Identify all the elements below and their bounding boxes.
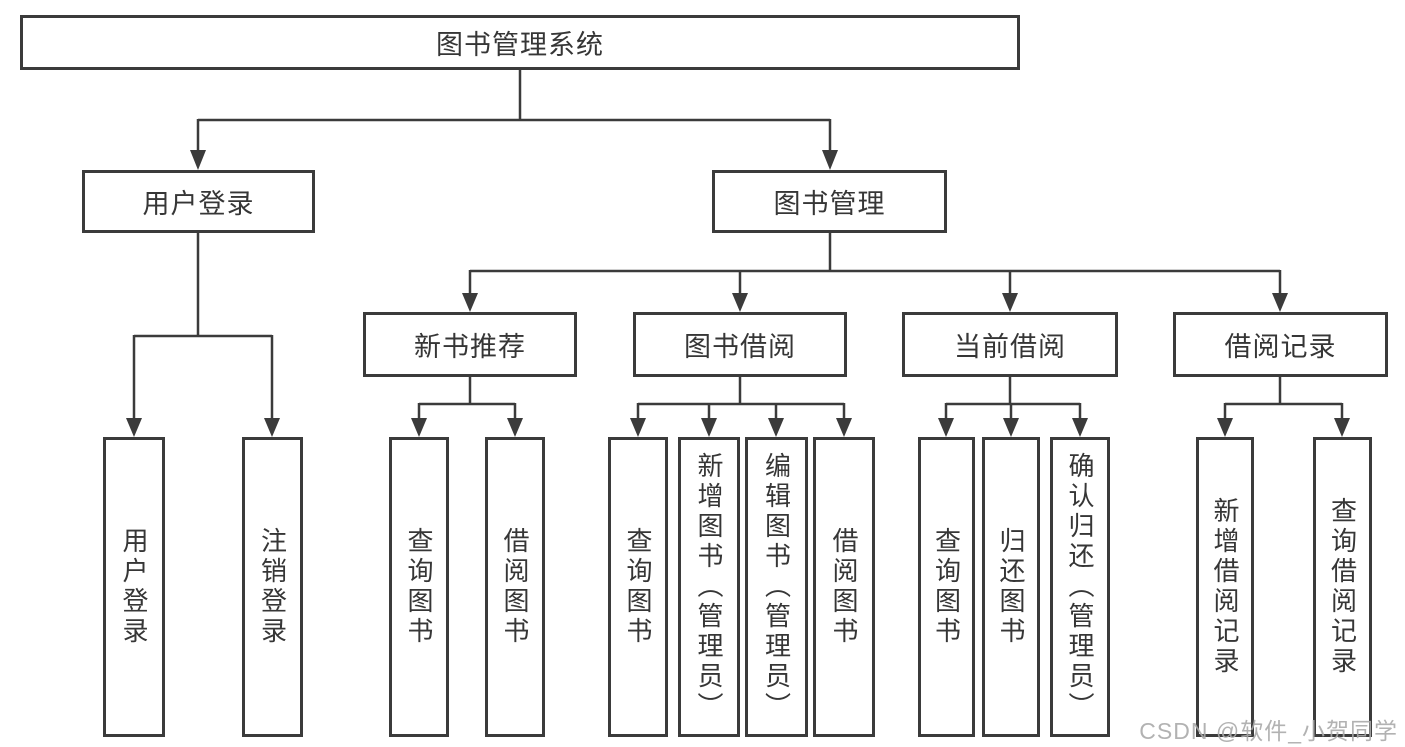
node-borrow-records: 借阅记录 (1173, 312, 1388, 377)
node-label: 新增借阅记录 (1210, 497, 1240, 677)
node-label: 确认归还（管理员） (1065, 452, 1095, 722)
node-leaf-logout: 注销登录 (242, 437, 303, 737)
node-leaf-borrow-books: 借阅图书 (813, 437, 875, 737)
node-leaf-return-books: 归还图书 (982, 437, 1040, 737)
node-new-book-recommend: 新书推荐 (363, 312, 577, 377)
node-leaf-user-login: 用户登录 (103, 437, 165, 737)
node-leaf-query-borrow-record: 查询借阅记录 (1313, 437, 1372, 737)
node-label: 借阅记录 (1224, 332, 1337, 362)
arrowheads (126, 150, 1350, 437)
node-book-management-system: 图书管理系统 (20, 15, 1020, 70)
node-book-management: 图书管理 (712, 170, 947, 233)
csdn-watermark: CSDN @软件_小贺同学 (1139, 718, 1398, 744)
node-leaf-add-books-admin: 新增图书（管理员） (678, 437, 740, 737)
node-label: 借阅图书 (500, 527, 530, 647)
node-label: 借阅图书 (829, 527, 859, 647)
node-label: 编辑图书（管理员） (761, 452, 792, 722)
node-label: 注销登录 (257, 527, 288, 647)
node-leaf-edit-books-admin: 编辑图书（管理员） (745, 437, 808, 737)
node-current-borrowing: 当前借阅 (902, 312, 1118, 377)
node-label: 新书推荐 (414, 332, 526, 362)
node-label: 查询图书 (623, 527, 653, 647)
node-label: 图书管理 (773, 189, 886, 219)
node-label: 新增图书（管理员） (694, 452, 724, 722)
node-book-borrowing: 图书借阅 (633, 312, 847, 377)
node-leaf-query-books-current: 查询图书 (918, 437, 975, 737)
node-label: 图书管理系统 (436, 30, 604, 60)
node-label: 用户登录 (119, 527, 149, 647)
node-leaf-query-books-borrowing: 查询图书 (608, 437, 668, 737)
node-user-login-group: 用户登录 (82, 170, 315, 233)
node-label: 查询图书 (931, 527, 962, 647)
node-label: 查询借阅记录 (1327, 497, 1358, 677)
node-leaf-confirm-return-admin: 确认归还（管理员） (1050, 437, 1110, 737)
node-label: 查询图书 (404, 527, 434, 647)
node-label: 图书借阅 (684, 332, 796, 362)
node-label: 用户登录 (142, 189, 255, 219)
node-label: 当前借阅 (954, 332, 1066, 362)
node-leaf-borrow-books-recommend: 借阅图书 (485, 437, 545, 737)
node-label: 归还图书 (996, 527, 1026, 647)
node-leaf-query-books-recommend: 查询图书 (389, 437, 449, 737)
node-leaf-add-borrow-record: 新增借阅记录 (1196, 437, 1254, 737)
